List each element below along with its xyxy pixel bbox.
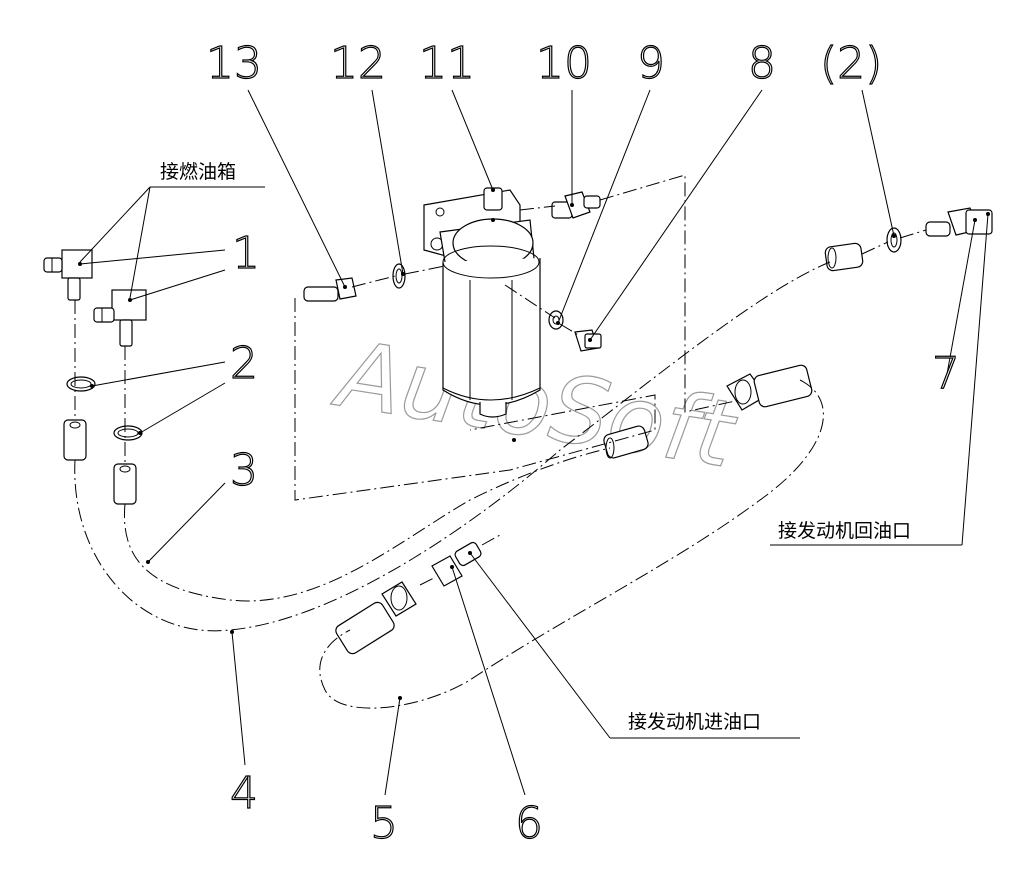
return-hose-nut bbox=[726, 364, 813, 411]
note-engine-inlet: 接发动机进油口 bbox=[628, 711, 761, 733]
hose-piece-middle bbox=[603, 425, 649, 459]
hose-piece-upper bbox=[824, 242, 864, 272]
drain-bolt bbox=[574, 329, 602, 352]
callout-13: 13 bbox=[206, 38, 262, 89]
note-engine-return: 接发动机回油口 bbox=[778, 520, 911, 542]
hose-clamp-left bbox=[66, 376, 96, 392]
callout-12: 12 bbox=[330, 38, 386, 89]
inlet-hose-nut bbox=[335, 581, 417, 655]
hose-route-inlet bbox=[294, 298, 656, 501]
callout-11: 11 bbox=[419, 38, 475, 89]
inlet-union bbox=[431, 541, 482, 587]
callout-7: 7 bbox=[932, 348, 960, 399]
callout-5: 5 bbox=[370, 798, 398, 849]
washer-12 bbox=[392, 263, 406, 289]
hose-route-5 bbox=[319, 379, 824, 709]
inlet-nipple bbox=[303, 277, 357, 302]
callout-2: 2 bbox=[230, 338, 258, 389]
fuel-filter bbox=[423, 187, 541, 418]
callout-3: 3 bbox=[230, 445, 258, 496]
hose-clamp-upper bbox=[886, 227, 902, 253]
callout-2-alt: (2) bbox=[820, 38, 882, 89]
leader-lines bbox=[79, 89, 989, 796]
callout-9: 9 bbox=[637, 38, 665, 89]
callout-numbers: 1 2 3 4 5 6 7 8 9 10 11 12 13 (2) bbox=[205, 37, 960, 849]
outlet-union bbox=[551, 191, 601, 219]
washer-9 bbox=[548, 310, 564, 330]
note-fuel-tank: 接燃油箱 bbox=[160, 161, 236, 183]
hose-route-4 bbox=[74, 261, 831, 632]
callout-1: 1 bbox=[232, 228, 260, 279]
return-connector bbox=[925, 207, 993, 237]
elbow-fitting-right bbox=[93, 289, 147, 347]
hose-clamp-right bbox=[113, 425, 143, 441]
callout-4: 4 bbox=[230, 768, 258, 819]
hose-end-left bbox=[63, 419, 87, 461]
callout-10: 10 bbox=[536, 38, 592, 89]
hose-end-right bbox=[113, 463, 137, 505]
callout-8: 8 bbox=[748, 38, 776, 89]
hose-route-3 bbox=[123, 346, 611, 602]
callout-6: 6 bbox=[515, 798, 543, 849]
